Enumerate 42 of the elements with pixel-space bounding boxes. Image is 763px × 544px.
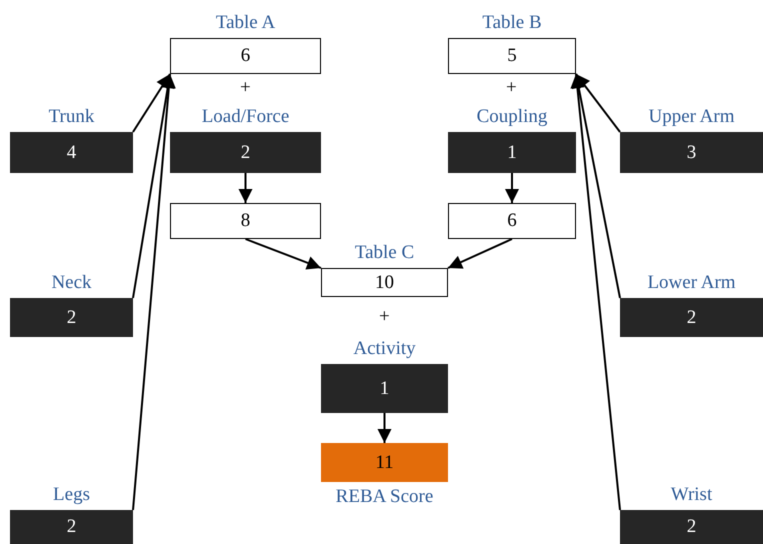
input-score-box: 2 — [170, 132, 321, 173]
box-heading: Load/Force — [200, 106, 290, 128]
score-box: 6 — [170, 38, 321, 74]
box-heading: Activity — [352, 338, 417, 360]
arrow — [570, 74, 621, 510]
box-heading: Table A — [214, 12, 276, 34]
arrow — [132, 74, 176, 510]
plus-sign: + — [379, 307, 390, 327]
input-score-box: 2 — [10, 298, 133, 337]
input-score-box: 3 — [620, 132, 763, 173]
score-box: 8 — [170, 203, 321, 239]
arrow — [572, 74, 621, 298]
score-box: 6 — [448, 203, 576, 239]
input-score-box: 1 — [448, 132, 576, 173]
arrow — [132, 74, 175, 298]
box-heading: Table B — [481, 12, 543, 34]
score-box: 10 — [321, 268, 448, 297]
box-heading: Coupling — [476, 106, 548, 128]
arrow — [378, 413, 392, 443]
box-heading: REBA Score — [334, 486, 434, 508]
score-box: 5 — [448, 38, 576, 74]
box-heading: Legs — [52, 484, 91, 506]
plus-sign: + — [240, 78, 251, 98]
box-heading: Table C — [354, 242, 416, 264]
input-score-box: 1 — [321, 364, 448, 413]
box-heading: Lower Arm — [646, 272, 737, 294]
input-score-box: 4 — [10, 132, 133, 173]
plus-sign: + — [506, 78, 517, 98]
arrow — [505, 173, 519, 203]
box-heading: Trunk — [48, 106, 96, 128]
result-box: 11 — [321, 443, 448, 482]
box-heading: Neck — [50, 272, 93, 294]
box-heading: Wrist — [670, 484, 714, 506]
input-score-box: 2 — [620, 298, 763, 337]
box-heading: Upper Arm — [647, 106, 736, 128]
arrow — [245, 238, 322, 270]
arrow — [448, 238, 512, 269]
input-score-box: 2 — [620, 510, 763, 544]
arrow — [575, 73, 621, 133]
arrow — [238, 173, 252, 203]
input-score-box: 2 — [10, 510, 133, 544]
arrow — [132, 73, 171, 133]
